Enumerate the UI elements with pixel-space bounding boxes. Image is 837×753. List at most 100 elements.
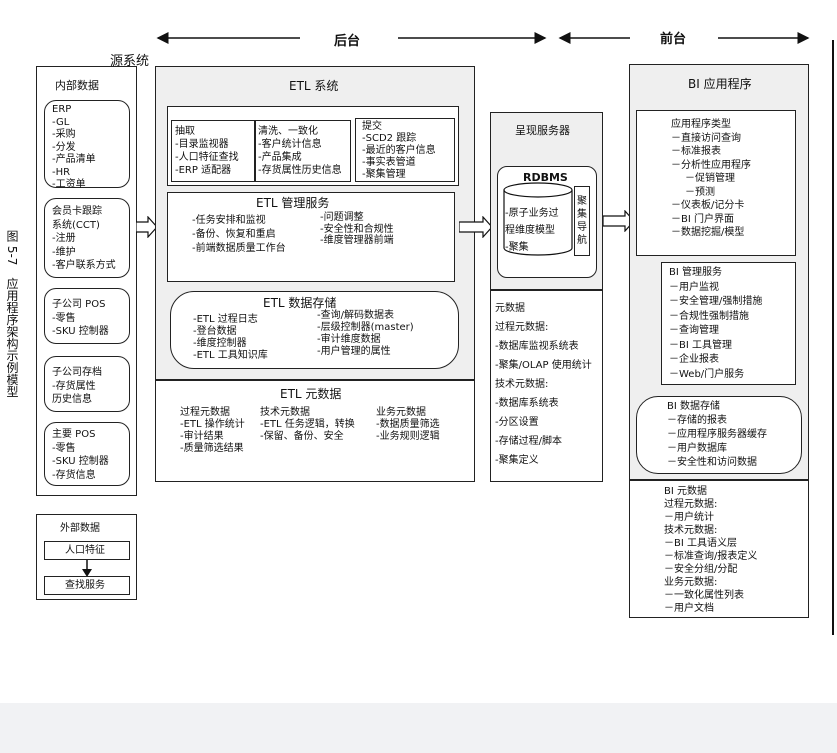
etl-to-presentation-arrow — [459, 216, 493, 238]
list-item: －直接访问查询 — [671, 132, 741, 144]
list-item: 系统(CCT) — [52, 219, 100, 231]
list-item: -存货属性历史信息 — [258, 165, 342, 176]
list-item: -目录监视器 — [175, 139, 229, 150]
list-item: -产品集成 — [258, 152, 302, 163]
list-item: －仪表板/记分卡 — [671, 200, 745, 211]
list-item: －数据挖掘/模型 — [671, 227, 745, 238]
list-item: -存货信息 — [52, 469, 96, 481]
list-item: -维度管理器前端 — [320, 235, 394, 246]
figure-caption: 图 5-7 应用程序架构示例模型 — [5, 230, 19, 398]
app-types-title: 应用程序类型 — [671, 119, 731, 130]
list-item: -保留、备份、安全 — [260, 431, 344, 442]
bi-mgmt-title: BI 管理服务 — [669, 267, 722, 278]
lookup-label: 查找服务 — [65, 580, 105, 591]
list-item: －安全性和访问数据 — [667, 457, 757, 468]
etl-mgmt-title: ETL 管理服务 — [256, 196, 330, 210]
bi-metadata-panel: BI 元数据 过程元数据: －用户统计 技术元数据: －BI 工具语义层 －标准… — [629, 480, 809, 618]
presentation-title: 呈现服务器 — [515, 124, 570, 137]
list-item: -用户管理的属性 — [317, 346, 391, 357]
list-item: -零售 — [52, 312, 76, 324]
list-item: 过程元数据: — [495, 322, 549, 333]
list-item: -客户联系方式 — [52, 260, 116, 271]
list-item: -审计结果 — [180, 431, 224, 442]
list-item: －BI 门户界面 — [671, 213, 734, 225]
demographics-label: 人口特征 — [65, 545, 105, 556]
etl-meta-title: ETL 元数据 — [280, 387, 342, 401]
list-item: －BI 工具语义层 — [664, 538, 737, 549]
deliver-box: 提交 -SCD2 跟踪 -最近的客户信息 -事实表管道 -聚集管理 — [355, 118, 455, 182]
list-item: 程维度模型 — [505, 225, 555, 236]
list-item: 历史信息 — [52, 394, 92, 405]
clean-box: 清洗、一致化 -客户统计信息 -产品集成 -存货属性历史信息 — [255, 120, 351, 182]
list-item: 会员卡跟踪 — [52, 206, 102, 217]
list-item: －用户统计 — [664, 512, 714, 523]
list-item: -存储过程/脚本 — [495, 436, 562, 447]
clean-title: 清洗、一致化 — [258, 126, 318, 137]
list-item: －预测 — [685, 186, 715, 198]
list-item: －用户数据库 — [667, 443, 727, 454]
list-item: -问题调整 — [320, 212, 364, 223]
list-item: -ETL 过程日志 — [193, 314, 258, 325]
list-item: -采购 — [52, 129, 76, 140]
list-item: -零售 — [52, 442, 76, 454]
list-item: -数据库监视系统表 — [495, 341, 579, 352]
list-item: -维度控制器 — [193, 338, 247, 349]
down-arrow — [82, 560, 92, 577]
list-item: －企业报表 — [669, 354, 719, 365]
list-item: -聚集 — [505, 242, 529, 253]
list-item: -ETL 任务逻辑，转换 — [260, 419, 355, 430]
list-item: -GL — [52, 116, 70, 128]
source-to-etl-arrow — [136, 216, 158, 238]
list-item: -HR — [52, 166, 71, 178]
internal-data-title: 内部数据 — [55, 79, 99, 92]
list-item: －促销管理 — [685, 173, 735, 184]
list-item: 过程元数据 — [180, 407, 230, 418]
bi-mgmt-box: BI 管理服务 －用户监视 －安全管理/强制措施 －合规性强制措施 －查询管理 … — [661, 262, 796, 385]
subsidiary-pos-group: 子公司 POS -零售 -SKU 控制器 — [44, 288, 130, 344]
list-item: 过程元数据: — [664, 499, 718, 510]
list-item: －安全管理/强制措施 — [669, 296, 763, 307]
list-item: －分析性应用程序 — [671, 159, 751, 171]
lookup-box: 查找服务 — [44, 576, 130, 595]
source-title: 源系统 — [110, 54, 150, 69]
list-item: -质量筛选结果 — [180, 443, 244, 454]
right-border — [832, 40, 834, 635]
bi-store-title: BI 数据存储 — [667, 401, 720, 412]
list-item: 技术元数据: — [664, 525, 718, 536]
list-item: －用户监视 — [669, 281, 719, 293]
presentation-meta-panel: 元数据 过程元数据: -数据库监视系统表 -聚集/OLAP 使用统计 技术元数据… — [490, 290, 603, 482]
list-item: -事实表管道 — [362, 157, 416, 168]
list-item: 技术元数据 — [260, 407, 310, 418]
bi-app-types-box: 应用程序类型 －直接访问查询 －标准报表 －分析性应用程序 －促销管理 －预测 … — [636, 110, 796, 256]
etl-store-title: ETL 数据存储 — [263, 296, 337, 310]
list-item: -最近的客户信息 — [362, 145, 436, 156]
list-item: －安全分组/分配 — [664, 564, 738, 575]
list-item: -层级控制器(master) — [317, 322, 414, 333]
subsidiary-archive-group: 子公司存档 -存货属性 历史信息 — [44, 356, 130, 412]
list-item: -备份、恢复和重启 — [192, 229, 276, 240]
list-item: -客户统计信息 — [258, 139, 322, 150]
bi-meta-title: BI 元数据 — [664, 486, 707, 497]
main-pos-group: 主要 POS -零售 -SKU 控制器 -存货信息 — [44, 422, 130, 486]
external-data-title: 外部数据 — [60, 523, 100, 534]
list-item: －标准查询/报表定义 — [664, 551, 758, 562]
deliver-title: 提交 — [362, 121, 382, 132]
list-item: －标准报表 — [671, 146, 721, 157]
etl-metadata-panel: ETL 元数据 过程元数据 -ETL 操作统计 -审计结果 -质量筛选结果 技术… — [155, 380, 475, 482]
list-item: 业务元数据 — [376, 407, 426, 418]
list-item: -查询/解码数据表 — [317, 310, 394, 321]
list-item: -聚集/OLAP 使用统计 — [495, 360, 592, 371]
list-item: 主要 POS — [52, 429, 96, 440]
rdbms-title: RDBMS — [523, 171, 568, 184]
list-item: -聚集定义 — [495, 455, 539, 466]
list-item: -产品清单 — [52, 154, 96, 165]
list-item: －Web/门户服务 — [669, 368, 745, 380]
list-item: －应用程序服务器缓存 — [667, 429, 767, 440]
list-item: -存货属性 — [52, 380, 96, 392]
cct-group: 会员卡跟踪 系统(CCT) -注册 -维护 -客户联系方式 — [44, 198, 130, 278]
aggregate-nav-box: 聚集导航 — [574, 186, 590, 256]
list-item: －查询管理 — [669, 325, 719, 336]
list-item: -任务安排和监视 — [192, 215, 266, 226]
bottom-band — [0, 703, 837, 753]
list-item: -工资单 — [52, 179, 86, 190]
